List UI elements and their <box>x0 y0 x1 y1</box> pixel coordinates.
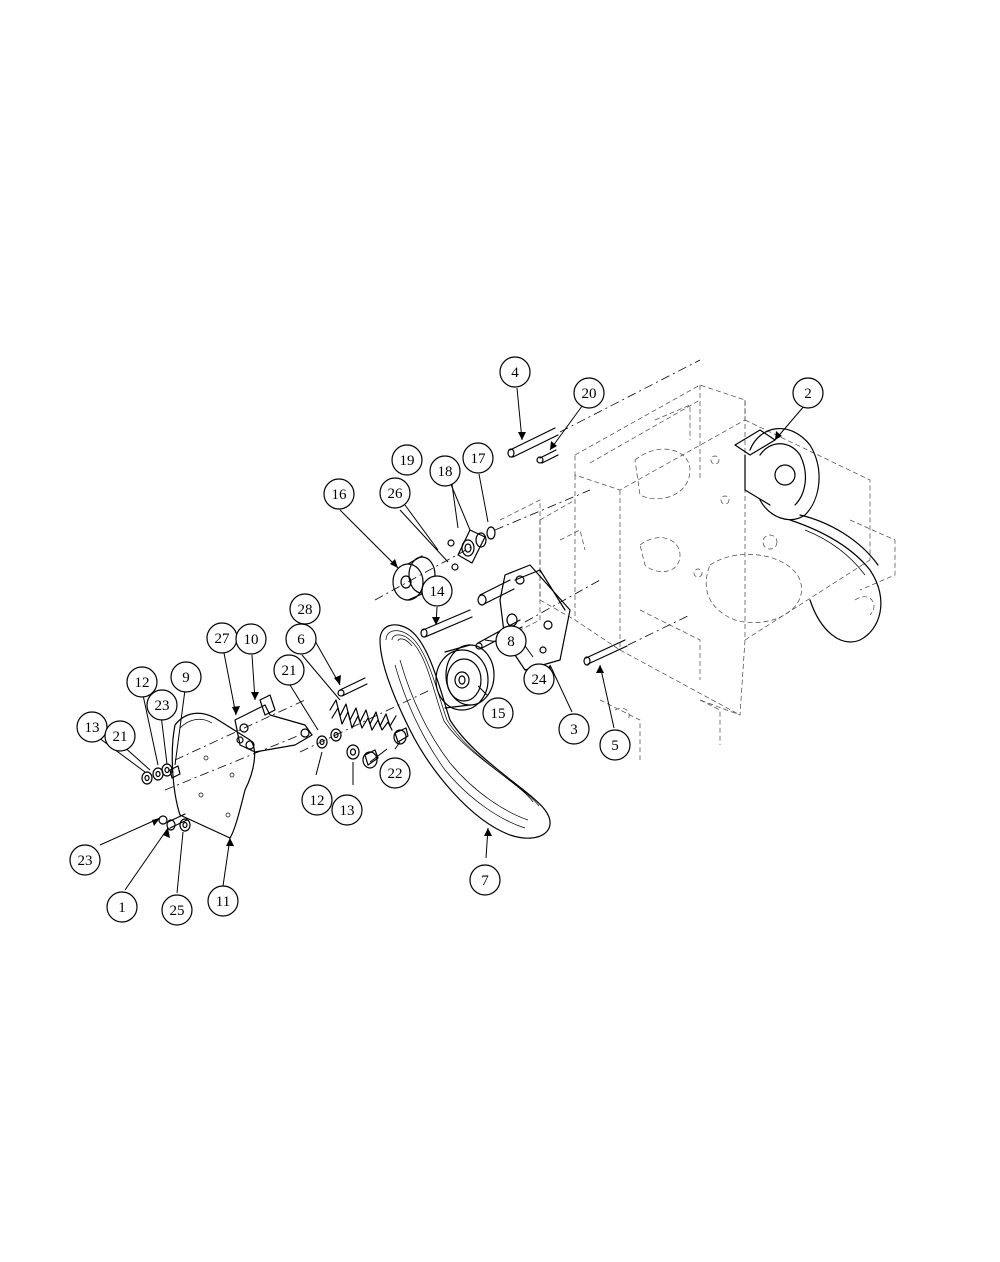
callout-3: 3 <box>558 713 590 745</box>
svg-text:18: 18 <box>438 464 453 480</box>
svg-text:8: 8 <box>507 634 515 650</box>
callout-18: 18 <box>429 455 461 487</box>
callout-7: 7 <box>469 864 501 896</box>
svg-text:22: 22 <box>388 766 403 782</box>
callout-11: 11 <box>207 885 239 917</box>
callout-12: 12 <box>126 666 158 698</box>
svg-text:13: 13 <box>85 720 100 736</box>
callout-8: 8 <box>495 625 527 657</box>
callout-14: 14 <box>421 575 453 607</box>
svg-text:13: 13 <box>340 803 355 819</box>
callout-bubbles: 4 20 2 19 18 17 16 26 14 28 27 10 6 21 8… <box>69 356 824 926</box>
svg-text:21: 21 <box>113 729 128 745</box>
callout-13: 13 <box>76 711 108 743</box>
spring-part-6 <box>329 699 397 731</box>
belt-part-7 <box>379 624 551 839</box>
svg-text:5: 5 <box>611 738 619 754</box>
svg-text:9: 9 <box>182 670 190 686</box>
guard-plate-part-11 <box>164 699 306 839</box>
pivot-tube <box>477 579 515 606</box>
bracket-part-10 <box>234 694 313 753</box>
svg-text:2: 2 <box>804 386 812 402</box>
svg-text:20: 20 <box>582 386 597 402</box>
svg-text:16: 16 <box>332 487 348 503</box>
callout-22: 22 <box>379 757 411 789</box>
callout-27: 27 <box>206 622 238 654</box>
callout-2: 2 <box>792 377 824 409</box>
svg-text:27: 27 <box>215 631 231 647</box>
svg-text:12: 12 <box>135 675 150 691</box>
svg-text:7: 7 <box>481 873 489 889</box>
callout-21: 21 <box>273 654 305 686</box>
callout-17: 17 <box>462 442 494 474</box>
callout-10: 10 <box>235 623 267 655</box>
callout-16: 16 <box>323 478 355 510</box>
callout-28: 28 <box>289 593 321 625</box>
svg-text:25: 25 <box>170 903 185 919</box>
callout-25: 25 <box>161 894 193 926</box>
chassis-frame <box>499 384 896 760</box>
svg-text:15: 15 <box>491 706 506 722</box>
svg-text:26: 26 <box>388 486 404 502</box>
callout-1: 1 <box>106 891 138 923</box>
svg-text:23: 23 <box>78 853 93 869</box>
svg-text:28: 28 <box>298 602 313 618</box>
svg-text:10: 10 <box>244 632 259 648</box>
callout-20: 20 <box>573 377 605 409</box>
idler-pulley-part-15 <box>435 644 495 711</box>
shaft-part-4 <box>507 359 701 458</box>
callout-9: 9 <box>170 661 202 693</box>
svg-text:17: 17 <box>471 451 487 467</box>
callout-26: 26 <box>379 477 411 509</box>
callout-12-center: 12 <box>301 784 333 816</box>
motor-assembly <box>734 428 882 643</box>
callout-23-left: 23 <box>69 844 101 876</box>
center-hardware <box>299 689 431 769</box>
svg-text:19: 19 <box>400 453 415 469</box>
pulley-part-16 <box>374 544 476 601</box>
bolt-part-20 <box>536 449 559 464</box>
svg-text:12: 12 <box>310 793 325 809</box>
svg-text:24: 24 <box>532 672 548 688</box>
svg-text:11: 11 <box>216 894 230 910</box>
callout-4: 4 <box>499 356 531 388</box>
svg-text:4: 4 <box>511 365 519 381</box>
callout-15: 15 <box>482 697 514 729</box>
callout-13-center: 13 <box>331 794 363 826</box>
shaft-part-8 <box>475 579 601 650</box>
callout-5: 5 <box>599 729 631 761</box>
left-hardware <box>141 763 191 832</box>
callout-19: 19 <box>391 444 423 476</box>
callout-24: 24 <box>523 663 555 695</box>
bolt-part-28 <box>337 677 368 697</box>
callout-6: 6 <box>285 623 317 655</box>
flange-bearing-group <box>447 489 591 571</box>
svg-text:21: 21 <box>282 663 297 679</box>
shaft-part-14 <box>420 609 473 638</box>
bolt-part-5 <box>583 614 691 666</box>
callout-21-left: 21 <box>104 720 136 752</box>
callout-23: 23 <box>146 689 178 721</box>
svg-text:23: 23 <box>155 698 170 714</box>
svg-text:6: 6 <box>297 632 305 648</box>
svg-text:3: 3 <box>570 722 578 738</box>
svg-text:14: 14 <box>430 584 446 600</box>
svg-text:1: 1 <box>118 900 126 916</box>
